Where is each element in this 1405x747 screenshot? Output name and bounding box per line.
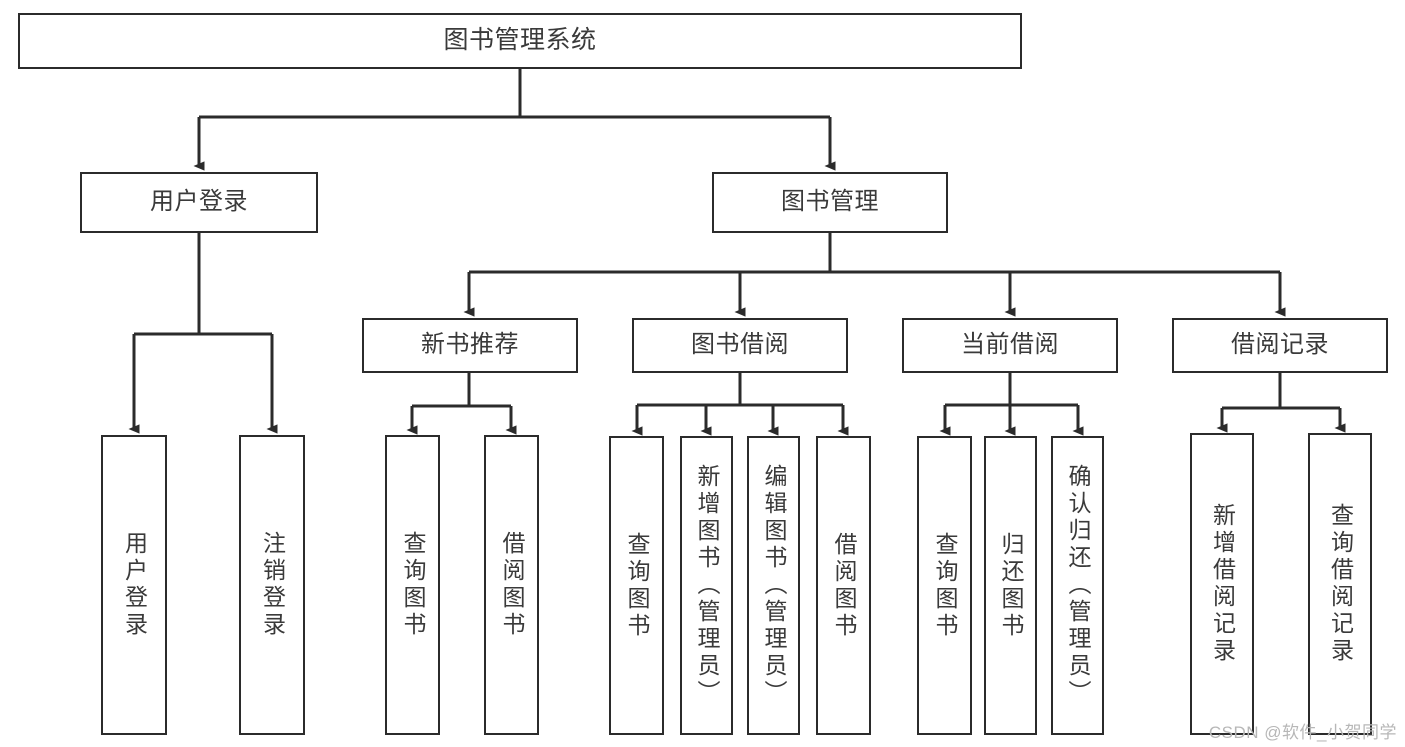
node-label: 确认归还（管理员） xyxy=(1065,464,1091,707)
node-label: 查询图书 xyxy=(624,531,650,640)
leaf-query-book-recommend[interactable]: 查询图书 xyxy=(385,435,440,735)
leaf-query-book-borrow[interactable]: 查询图书 xyxy=(609,436,664,735)
node-label: 新增借阅记录 xyxy=(1209,503,1236,665)
leaf-return-book[interactable]: 归还图书 xyxy=(984,436,1037,735)
watermark: CSDN @软件_小贺同学 xyxy=(1208,723,1397,742)
leaf-borrow-book-recommend[interactable]: 借阅图书 xyxy=(484,435,539,735)
node-label: 归还图书 xyxy=(998,531,1024,640)
leaf-logout[interactable]: 注销登录 xyxy=(239,435,305,735)
leaf-add-borrow-record[interactable]: 新增借阅记录 xyxy=(1190,433,1254,735)
node-new-book-recommend[interactable]: 新书推荐 xyxy=(362,318,578,373)
node-label: 查询图书 xyxy=(932,531,958,640)
node-label: 查询借阅记录 xyxy=(1327,503,1354,665)
leaf-add-book-admin[interactable]: 新增图书（管理员） xyxy=(680,436,733,735)
leaf-borrow-book[interactable]: 借阅图书 xyxy=(816,436,871,735)
node-label: 借阅图书 xyxy=(499,531,525,639)
node-label: 图书管理系统 xyxy=(443,26,597,55)
node-label: 编辑图书（管理员） xyxy=(761,464,787,707)
node-label: 注销登录 xyxy=(259,531,286,639)
node-label: 用户登录 xyxy=(150,188,248,216)
node-borrow-records[interactable]: 借阅记录 xyxy=(1172,318,1388,373)
leaf-query-borrow-record[interactable]: 查询借阅记录 xyxy=(1308,433,1372,735)
node-label: 图书借阅 xyxy=(691,331,789,359)
node-root[interactable]: 图书管理系统 xyxy=(18,13,1022,69)
node-label: 用户登录 xyxy=(121,531,148,639)
leaf-user-login[interactable]: 用户登录 xyxy=(101,435,167,735)
node-current-borrow[interactable]: 当前借阅 xyxy=(902,318,1118,373)
node-label: 借阅图书 xyxy=(831,531,857,640)
node-label: 新增图书（管理员） xyxy=(694,464,720,707)
leaf-edit-book-admin[interactable]: 编辑图书（管理员） xyxy=(747,436,800,735)
leaf-confirm-return-admin[interactable]: 确认归还（管理员） xyxy=(1051,436,1104,735)
node-label: 当前借阅 xyxy=(961,331,1059,359)
node-book-management[interactable]: 图书管理 xyxy=(712,172,948,233)
node-label: 借阅记录 xyxy=(1231,331,1329,359)
node-label: 查询图书 xyxy=(400,531,426,639)
node-book-borrow[interactable]: 图书借阅 xyxy=(632,318,848,373)
node-label: 新书推荐 xyxy=(421,331,519,359)
leaf-query-book-current[interactable]: 查询图书 xyxy=(917,436,972,735)
node-user-login[interactable]: 用户登录 xyxy=(80,172,318,233)
node-label: 图书管理 xyxy=(781,188,879,216)
